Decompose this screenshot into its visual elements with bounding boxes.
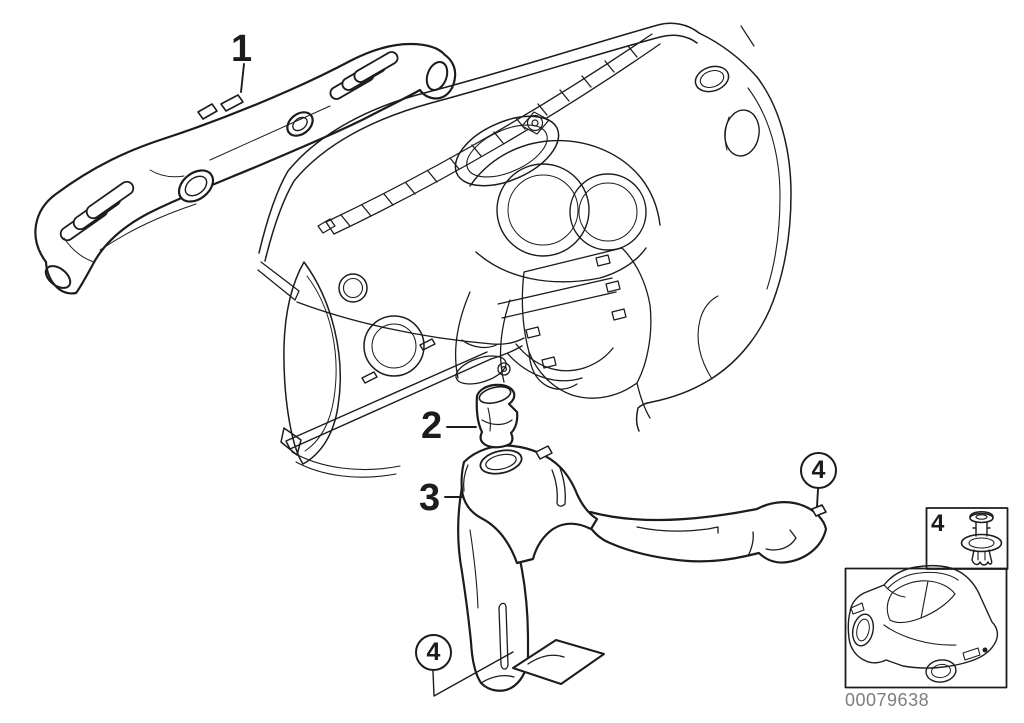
clip-location-marker xyxy=(982,647,988,653)
part-number-label: 00079638 xyxy=(845,690,930,710)
part2-opening xyxy=(478,384,513,406)
car-silhouette-icon xyxy=(848,566,997,684)
callout-3[interactable]: 3 xyxy=(419,477,441,519)
part2-connector-duct-drawing[interactable] xyxy=(477,384,518,447)
bellows-left xyxy=(58,179,136,243)
a-pillar-whisker xyxy=(741,26,754,46)
duct-sketch-lines xyxy=(64,106,330,262)
callout-4-right-leader xyxy=(817,489,818,507)
part3-floor-duct-drawing[interactable] xyxy=(458,446,826,691)
callout-1[interactable]: 1 xyxy=(231,28,253,70)
callout-4-bottom-label: 4 xyxy=(426,638,441,666)
duct-end-opening-left xyxy=(42,262,75,293)
inset-clip-box xyxy=(927,508,1008,569)
callout-leader-lines xyxy=(241,64,818,696)
inset-car-box xyxy=(846,566,1007,688)
clip-nub-right xyxy=(812,505,826,516)
defroster-vent-band xyxy=(318,34,660,234)
part3-horizontal-duct xyxy=(587,502,826,562)
callout-1-leader xyxy=(241,64,244,92)
expansion-rivet-icon xyxy=(962,512,1002,565)
left-pillar-trim xyxy=(281,262,340,464)
duct-front-outlets xyxy=(173,108,317,208)
bellows-right xyxy=(328,50,400,101)
side-vent-ovals xyxy=(692,62,762,158)
part3-foot-plate xyxy=(513,640,604,684)
speaker-grille-oval xyxy=(445,102,569,200)
part1-defroster-duct-drawing[interactable] xyxy=(35,44,455,293)
duct-top-tabs xyxy=(198,95,243,119)
dashboard-assembly-drawing xyxy=(258,23,791,477)
callout-4-right[interactable]: 4 xyxy=(800,452,837,489)
round-opening-glovebox xyxy=(364,316,424,376)
heater-unit xyxy=(498,248,651,418)
part3-inlet-opening xyxy=(478,447,524,478)
callout-4-right-label: 4 xyxy=(811,456,826,484)
round-vent-small xyxy=(339,274,367,302)
instrument-cowl xyxy=(470,141,660,282)
callout-2[interactable]: 2 xyxy=(421,405,443,447)
dash-lower-lip xyxy=(286,339,522,477)
callout-4-bottom-leader xyxy=(433,652,513,696)
callout-4-bottom[interactable]: 4 xyxy=(415,634,452,671)
inset-clip-label[interactable]: 4 xyxy=(931,510,945,537)
duct-end-opening-right xyxy=(423,59,451,93)
